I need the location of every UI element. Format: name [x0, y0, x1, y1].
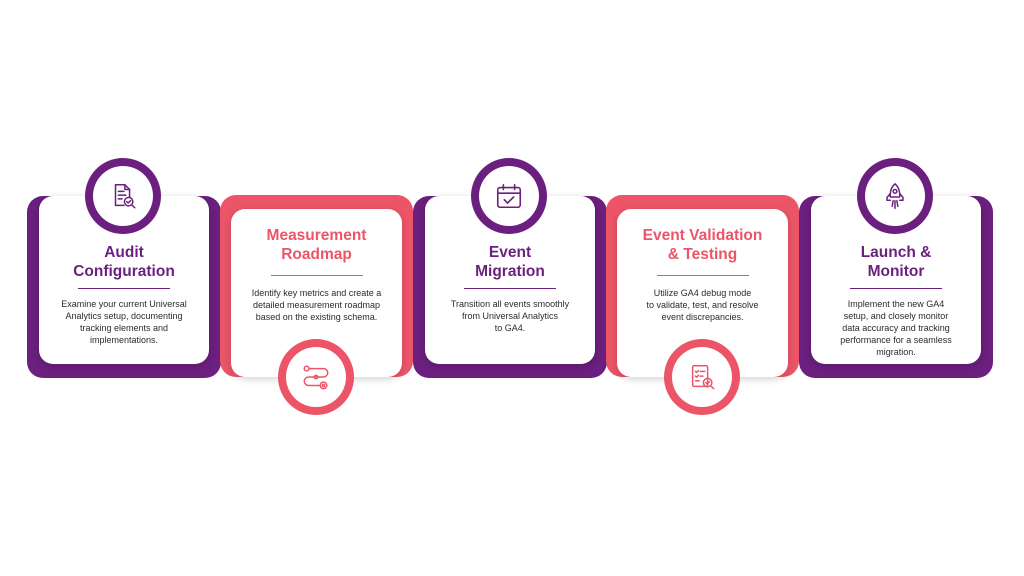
step-launch-monitor: Launch & Monitor Implement the new GA4 s…: [799, 158, 993, 378]
title-divider: [656, 275, 749, 276]
checklist-search-icon: [691, 365, 715, 390]
step-title: Launch & Monitor: [860, 244, 932, 280]
step-description: Identify key metrics and create a detail…: [251, 288, 382, 322]
title-divider: [270, 275, 363, 276]
icon-badge: [85, 158, 161, 234]
calendar-check-icon: [496, 183, 522, 209]
step-title: Event Validation & Testing: [642, 227, 763, 263]
icon-badge: [857, 158, 933, 234]
step-event-validation-testing: Event Validation & Testing Utilize GA4 d…: [606, 195, 799, 415]
title-divider: [78, 288, 170, 289]
step-card: Event Migration Transition all events sm…: [425, 196, 595, 364]
step-title: Audit Configuration: [73, 244, 175, 280]
step-description: Examine your current Universal Analytics…: [61, 299, 187, 345]
step-measurement-roadmap: Measurement Roadmap Identify key metrics…: [220, 195, 413, 415]
roadmap-path-icon: [303, 365, 329, 390]
step-event-migration: Event Migration Transition all events sm…: [413, 158, 607, 378]
title-divider: [850, 288, 942, 289]
step-description: Implement the new GA4 setup, and closely…: [840, 299, 952, 357]
rocket-icon: [886, 183, 904, 209]
step-title: Event Migration: [475, 244, 545, 280]
icon-badge: [471, 158, 547, 234]
step-audit-configuration: Audit Configuration Examine your current…: [27, 158, 221, 378]
step-title: Measurement Roadmap: [266, 227, 367, 263]
step-description: Utilize GA4 debug mode to validate, test…: [646, 288, 759, 322]
step-description: Transition all events smoothly from Univ…: [450, 299, 570, 333]
icon-badge: [278, 339, 354, 415]
document-search-icon: [114, 184, 136, 209]
icon-badge: [664, 339, 740, 415]
step-card: Measurement Roadmap Identify key metrics…: [231, 209, 402, 377]
title-divider: [464, 288, 556, 289]
